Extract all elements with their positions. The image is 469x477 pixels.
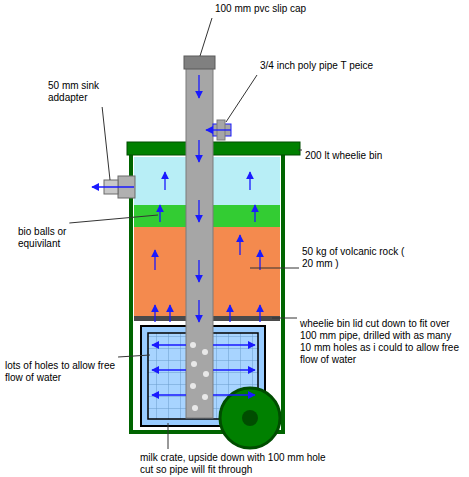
callout-label: 100 mm pvc slip cap [215, 3, 365, 15]
slip-cap [184, 56, 215, 69]
callout-label: 50 kg of volcanic rock ( 20 mm ) [302, 246, 407, 270]
leader-line [168, 423, 169, 449]
callout-label: milk crate, upside down with 100 mm hole… [140, 452, 340, 476]
central-pipe [186, 66, 213, 418]
callout-label: 200 lt wheelie bin [305, 150, 425, 162]
leader-line [250, 268, 299, 269]
wheel [220, 388, 280, 448]
callout-label: bio balls or equivilant [18, 226, 108, 250]
leader-line [272, 318, 297, 319]
leader-line [226, 75, 257, 122]
wheel-hub [242, 410, 258, 426]
callout-label: 50 mm sink addapter [48, 80, 116, 104]
leader-line [118, 355, 150, 357]
callout-label: 3/4 inch poly pipe T peice [260, 60, 420, 72]
callout-label: wheelie bin lid cut down to fit over 100… [300, 318, 460, 366]
pipe-holes [190, 342, 209, 411]
leader-line [298, 150, 302, 151]
callout-label: lots of holes to allow free flow of wate… [5, 360, 123, 384]
flow-arrows [92, 75, 260, 395]
leader-line [200, 18, 212, 56]
leader-line [102, 107, 110, 180]
leader-line [69, 215, 158, 223]
